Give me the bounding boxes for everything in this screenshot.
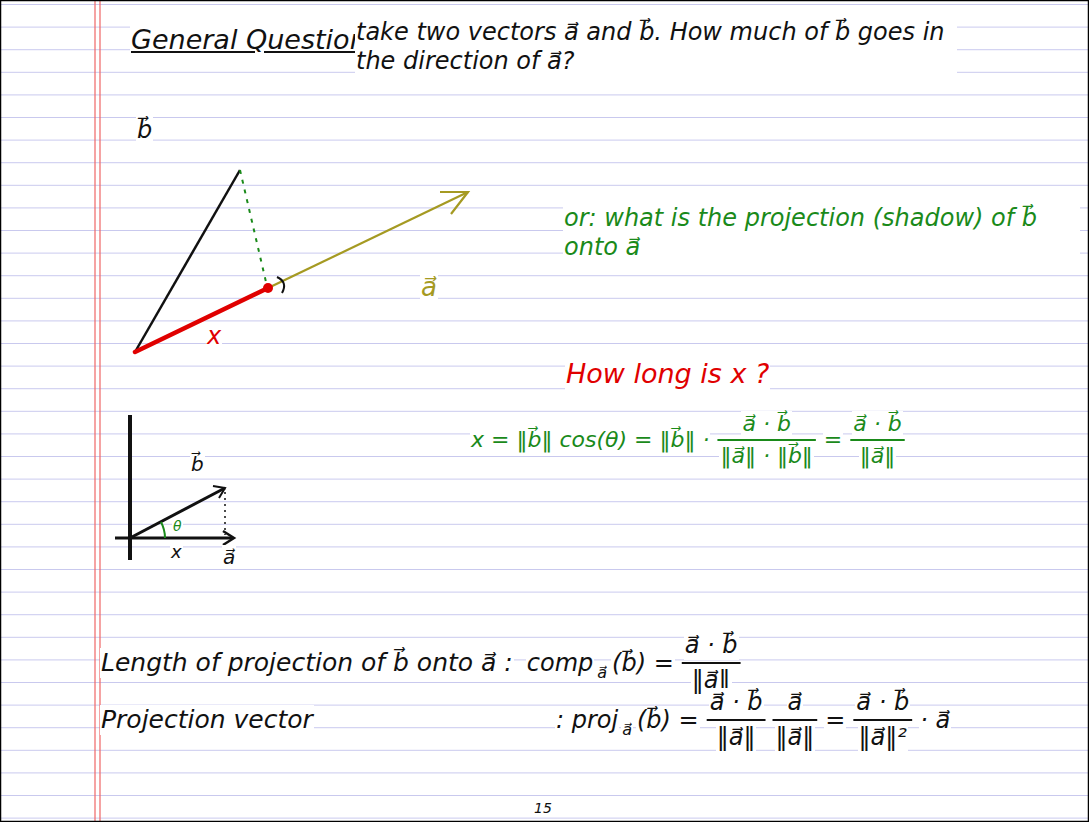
margin-line (99, 0, 100, 822)
note-text: or: what is the projection (shadow) of b… (563, 204, 1080, 262)
formula-term: : proj (555, 706, 619, 735)
fraction-bars (682, 440, 912, 720)
question-text: take two vectors a⃗ and b⃗. How much of … (355, 18, 957, 76)
definition-text: Projection vector (100, 705, 314, 735)
arrow-head (223, 531, 234, 545)
arrow-head (213, 486, 225, 498)
vector-label: a⃗ (222, 545, 236, 569)
margin-line (94, 0, 95, 822)
fraction-bar (850, 439, 904, 441)
fraction-denominator: ‖a⃗‖ · ‖b⃗‖ (719, 443, 813, 469)
heading: General Question: (130, 24, 377, 56)
vector-a (135, 192, 468, 352)
fraction-bar (853, 719, 912, 721)
fraction-bar (707, 719, 766, 721)
drop-line (224, 492, 226, 535)
fraction-denominator: ‖a⃗‖² (858, 723, 908, 752)
projection-figure (135, 170, 468, 352)
page-number: 15 (533, 800, 553, 817)
length-label: x (206, 322, 222, 351)
fraction-bar (682, 662, 741, 664)
fraction-numerator: a⃗ · b⃗ (709, 688, 764, 717)
formula-term: (b⃗) = (636, 706, 700, 735)
fraction-denominator: ‖a⃗‖ (859, 443, 896, 469)
angle-arc (161, 522, 165, 538)
definition-text: Length of projection of b⃗ onto a⃗ : (100, 648, 514, 678)
vector-label: b⃗ (136, 116, 153, 145)
vector-b (130, 488, 225, 538)
projection-segment (135, 288, 268, 352)
length-label: x (170, 541, 183, 563)
fraction-numerator: a⃗ · b⃗ (741, 411, 791, 437)
formula-term: · a⃗ (919, 706, 951, 735)
angle-figure (115, 415, 234, 560)
fraction-denominator: ‖a⃗‖ (716, 723, 757, 752)
formula-term: = (824, 706, 846, 735)
fraction-denominator: ‖a⃗‖ (775, 723, 816, 752)
vector-label: a⃗ (420, 272, 438, 303)
question-text: How long is x ? (565, 358, 770, 390)
formula-term: comp (526, 649, 595, 678)
fraction-numerator: a⃗ · b⃗ (684, 631, 739, 660)
perpendicular-drop (240, 170, 266, 282)
foot-point (263, 283, 273, 293)
arrow-head (440, 192, 468, 214)
fraction-numerator: a⃗ · b⃗ (852, 411, 902, 437)
vector-label: b⃗ (190, 452, 205, 476)
fraction-numerator: a⃗ · b⃗ (855, 688, 910, 717)
formula-term: (b⃗) = (611, 649, 675, 678)
fraction-numerator: a⃗ (787, 688, 804, 717)
formula-subscript: a⃗ (621, 720, 633, 739)
formula-subscript: a⃗ (596, 663, 608, 682)
formula-term: = (823, 427, 843, 453)
formula-term: x = ‖b⃗‖ cos(θ) = ‖b⃗‖ · (470, 427, 710, 453)
right-angle-mark (277, 277, 284, 293)
angle-label: θ (172, 518, 183, 535)
fraction-bar (773, 719, 818, 721)
fraction-bar (717, 439, 815, 441)
